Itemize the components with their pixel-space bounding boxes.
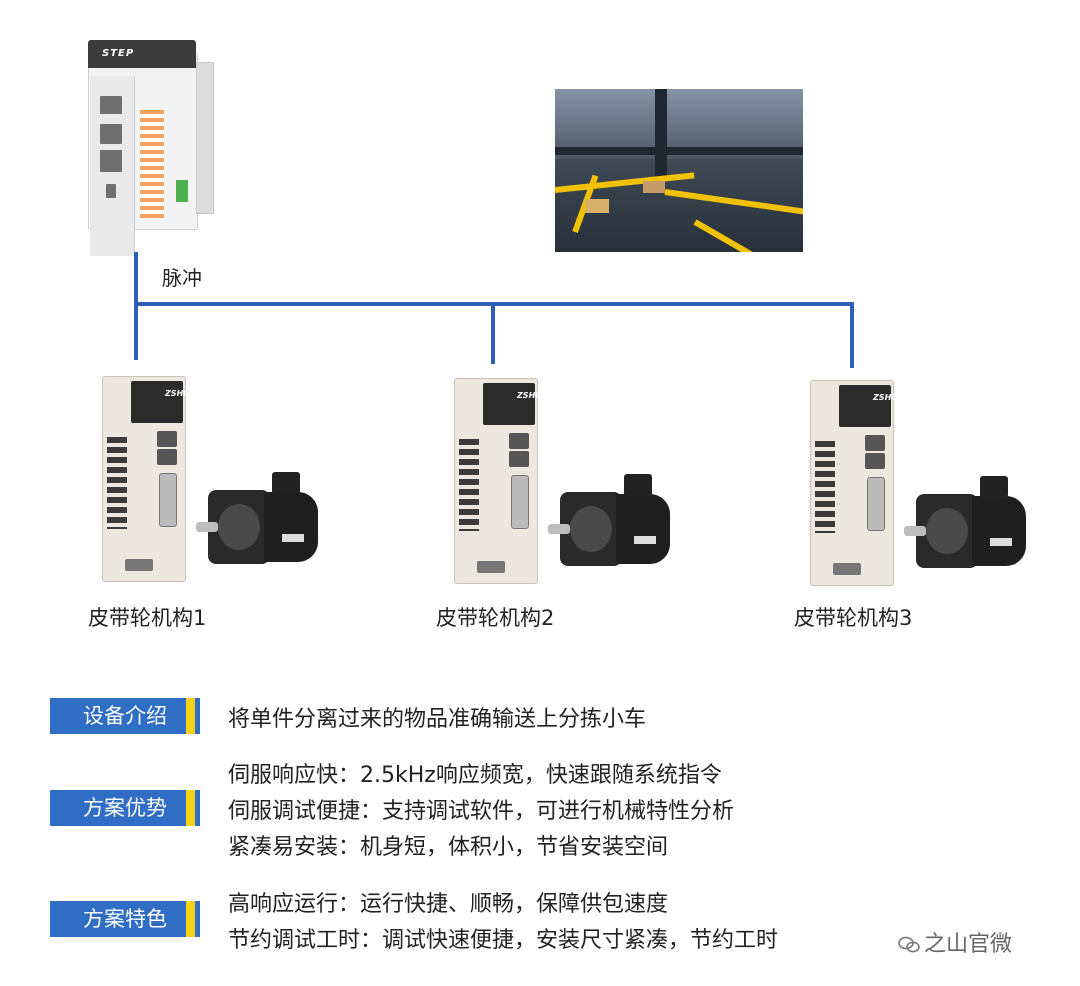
plc-brand: STEP	[102, 48, 135, 59]
branch-line-3	[850, 302, 854, 368]
feature-line-2: 节约调试工时：调试快速便捷，安装尺寸紧凑，节约工时	[228, 928, 779, 953]
mechanism-label-3: 皮带轮机构3	[794, 606, 913, 630]
mechanism-label-1: 皮带轮机构1	[88, 606, 207, 630]
section-tag-features: 方案特色	[50, 901, 200, 937]
advantage-line-1: 伺服响应快：2.5kHz响应频宽，快速跟随系统指令	[228, 763, 722, 788]
feature-line-1: 高响应运行：运行快捷、顺畅，保障供包速度	[228, 892, 669, 917]
watermark-text: 之山官微	[924, 932, 1013, 957]
intro-text: 将单件分离过来的物品准确输送上分拣小车	[228, 707, 647, 732]
pulse-label: 脉冲	[162, 266, 202, 290]
tag-accent	[186, 901, 195, 937]
section-tag-intro: 设备介绍	[50, 698, 200, 734]
pulse-line-vertical	[134, 252, 138, 360]
plc-controller: STEP	[88, 40, 214, 256]
tag-accent	[186, 790, 195, 826]
servo-drive-2: ZSHC	[454, 378, 541, 584]
branch-line-2	[491, 302, 495, 364]
servo-drive-3: ZSHC	[810, 380, 897, 586]
advantage-line-2: 伺服调试便捷：支持调试软件，可进行机械特性分析	[228, 799, 735, 824]
mechanism-label-2: 皮带轮机构2	[436, 606, 555, 630]
tag-accent	[186, 698, 195, 734]
factory-sorting-photo	[555, 89, 803, 252]
watermark: 之山官微	[898, 926, 1012, 958]
advantage-line-3: 紧凑易安装：机身短，体积小，节省安装空间	[228, 835, 669, 860]
servo-motor-3	[904, 476, 1034, 586]
section-tag-advantages: 方案优势	[50, 790, 200, 826]
servo-motor-2	[548, 474, 678, 584]
wechat-icon	[898, 936, 920, 953]
servo-motor-1	[196, 472, 326, 582]
servo-drive-1: ZSHC	[102, 376, 189, 582]
